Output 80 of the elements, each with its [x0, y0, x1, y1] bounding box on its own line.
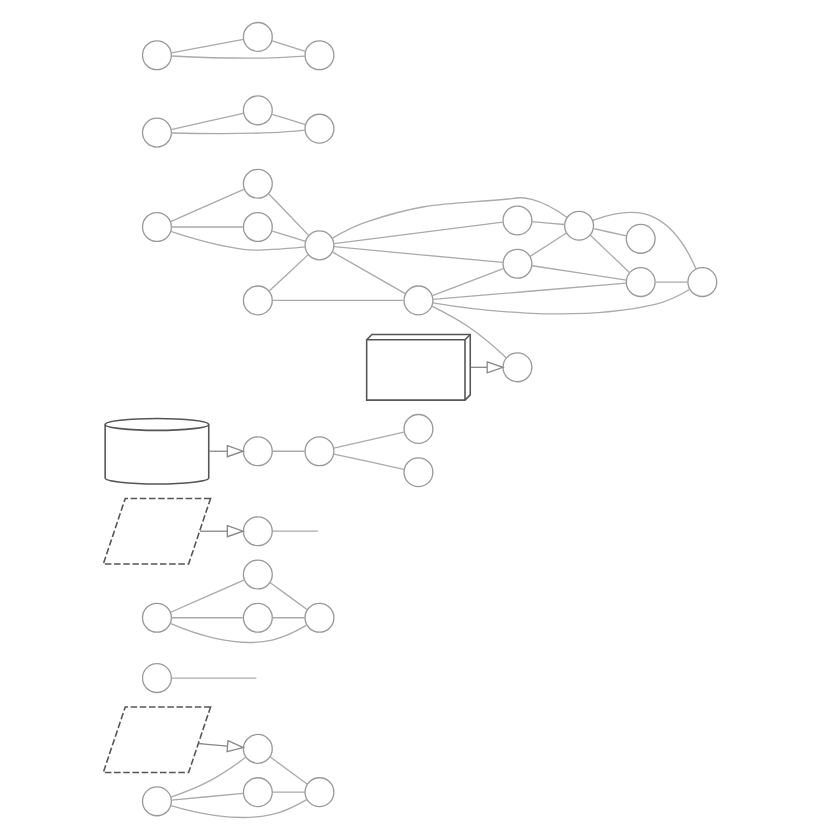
connector [591, 212, 696, 270]
connector [169, 129, 305, 135]
node-circle [501, 248, 532, 279]
node-circle [303, 602, 334, 633]
connector [530, 220, 564, 226]
node-circle [241, 285, 272, 316]
connector [267, 254, 308, 292]
connector [169, 38, 244, 54]
arrow [197, 739, 245, 753]
connector [588, 234, 630, 274]
node-circle [402, 457, 433, 488]
connector [430, 268, 503, 297]
connector [332, 453, 404, 470]
node-circle [241, 733, 272, 764]
connector [169, 792, 243, 801]
connector [270, 299, 404, 302]
connector [271, 450, 305, 452]
node-circle [624, 223, 655, 254]
connector [332, 221, 503, 245]
node-circle [140, 117, 171, 148]
connector [270, 40, 306, 52]
node-circle [241, 211, 272, 243]
node-circle [303, 40, 334, 71]
node-circle [241, 95, 272, 126]
connector [169, 226, 243, 228]
node-circle [501, 352, 532, 383]
connector [654, 281, 688, 283]
connector [270, 230, 306, 243]
node-circle [501, 205, 532, 236]
connector [591, 227, 626, 237]
connector [268, 756, 307, 785]
arrow [198, 524, 245, 538]
connector [169, 188, 244, 223]
connector [169, 230, 305, 251]
node-circle [140, 602, 171, 633]
node-circle [303, 230, 334, 261]
node-circle [303, 436, 334, 467]
node-circle [241, 168, 272, 199]
connector [271, 530, 318, 532]
connector [431, 282, 626, 300]
connector [168, 622, 307, 644]
connector [267, 193, 309, 237]
node-circle [624, 267, 655, 298]
connector [169, 617, 243, 619]
connector [169, 55, 305, 59]
connector [332, 245, 503, 264]
connector [431, 288, 690, 315]
node-circle [563, 210, 594, 241]
node-circle [241, 559, 272, 590]
node-circle [241, 436, 272, 467]
node-circle [140, 40, 171, 71]
connector [169, 579, 244, 613]
node-circle [686, 267, 717, 298]
connector [271, 791, 305, 793]
connector [330, 251, 405, 295]
node-circle [140, 211, 171, 243]
node-circle [303, 113, 334, 144]
connector [530, 265, 626, 281]
connector [330, 197, 567, 239]
picture [101, 497, 211, 565]
connector [169, 798, 307, 819]
connector [169, 677, 257, 679]
connector [528, 232, 567, 258]
node-circle [241, 777, 272, 808]
connector [169, 756, 246, 798]
connector [270, 113, 306, 126]
node-circle [140, 663, 171, 694]
node-circle [402, 285, 433, 316]
node-circle [241, 516, 272, 547]
node-circle [241, 21, 272, 52]
connector [430, 305, 507, 359]
node-circle [140, 786, 171, 817]
node-circle [402, 413, 433, 445]
connector [268, 581, 307, 611]
connector [271, 617, 305, 619]
node-circle [241, 602, 272, 633]
picture [101, 706, 211, 774]
connector [332, 431, 404, 449]
connector [169, 112, 243, 131]
node-circle [303, 777, 334, 808]
